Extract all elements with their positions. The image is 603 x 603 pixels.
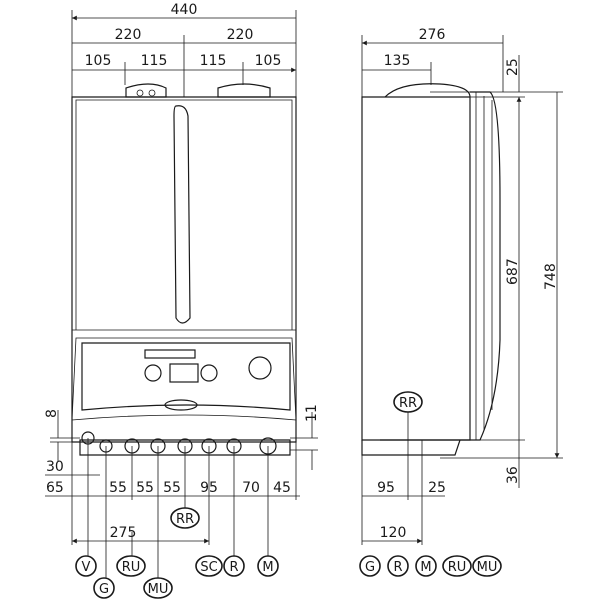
label-r: R <box>229 560 238 575</box>
label-ru: RU <box>122 560 141 575</box>
dim-220-left: 220 <box>115 27 142 43</box>
dim-115-left: 115 <box>141 53 168 69</box>
dim-120: 120 <box>380 525 407 541</box>
dim-95: 95 <box>200 480 218 496</box>
side-legend: G R M RU MU <box>359 555 502 577</box>
legend-g: G <box>365 560 375 575</box>
dim-135: 135 <box>384 53 411 69</box>
connection-pipes <box>81 431 277 455</box>
dim-55c: 55 <box>163 480 181 496</box>
dim-65: 65 <box>46 480 64 496</box>
dim-95-side: 95 <box>377 480 395 496</box>
dim-8: 8 <box>44 409 60 418</box>
dim-276: 276 <box>419 27 446 43</box>
side-view: 276 135 25 687 748 36 95 25 120 RR G R M… <box>359 27 563 577</box>
label-rr-side: RR <box>399 396 417 411</box>
label-sc: SC <box>200 560 217 575</box>
connection-labels: V G RU MU RR SC R M <box>75 507 279 599</box>
dim-275: 275 <box>110 525 137 541</box>
legend-m: M <box>420 560 431 575</box>
label-mu: MU <box>148 582 169 597</box>
dim-748: 748 <box>543 263 559 290</box>
dim-220-right: 220 <box>227 27 254 43</box>
label-m: M <box>262 560 273 575</box>
front-view: 440 220 220 105 115 115 105 8 11 30 65 5… <box>44 2 320 599</box>
legend-r: R <box>393 560 402 575</box>
legend-ru: RU <box>448 560 467 575</box>
label-g: G <box>99 582 109 597</box>
label-v: V <box>82 560 91 575</box>
dim-25-top: 25 <box>505 58 521 76</box>
legend-mu: MU <box>477 560 498 575</box>
dim-45: 45 <box>273 480 291 496</box>
dim-total-width: 440 <box>171 2 198 18</box>
dim-105-left: 105 <box>85 53 112 69</box>
dim-115-right: 115 <box>200 53 227 69</box>
label-rr: RR <box>176 512 194 527</box>
dim-55a: 55 <box>109 480 127 496</box>
dim-105-right: 105 <box>255 53 282 69</box>
dim-70: 70 <box>242 480 260 496</box>
dim-36: 36 <box>505 466 521 484</box>
dim-30: 30 <box>46 459 64 475</box>
dim-687: 687 <box>505 258 521 285</box>
dim-25-side: 25 <box>428 480 446 496</box>
dim-55b: 55 <box>136 480 154 496</box>
dim-11: 11 <box>304 404 320 422</box>
